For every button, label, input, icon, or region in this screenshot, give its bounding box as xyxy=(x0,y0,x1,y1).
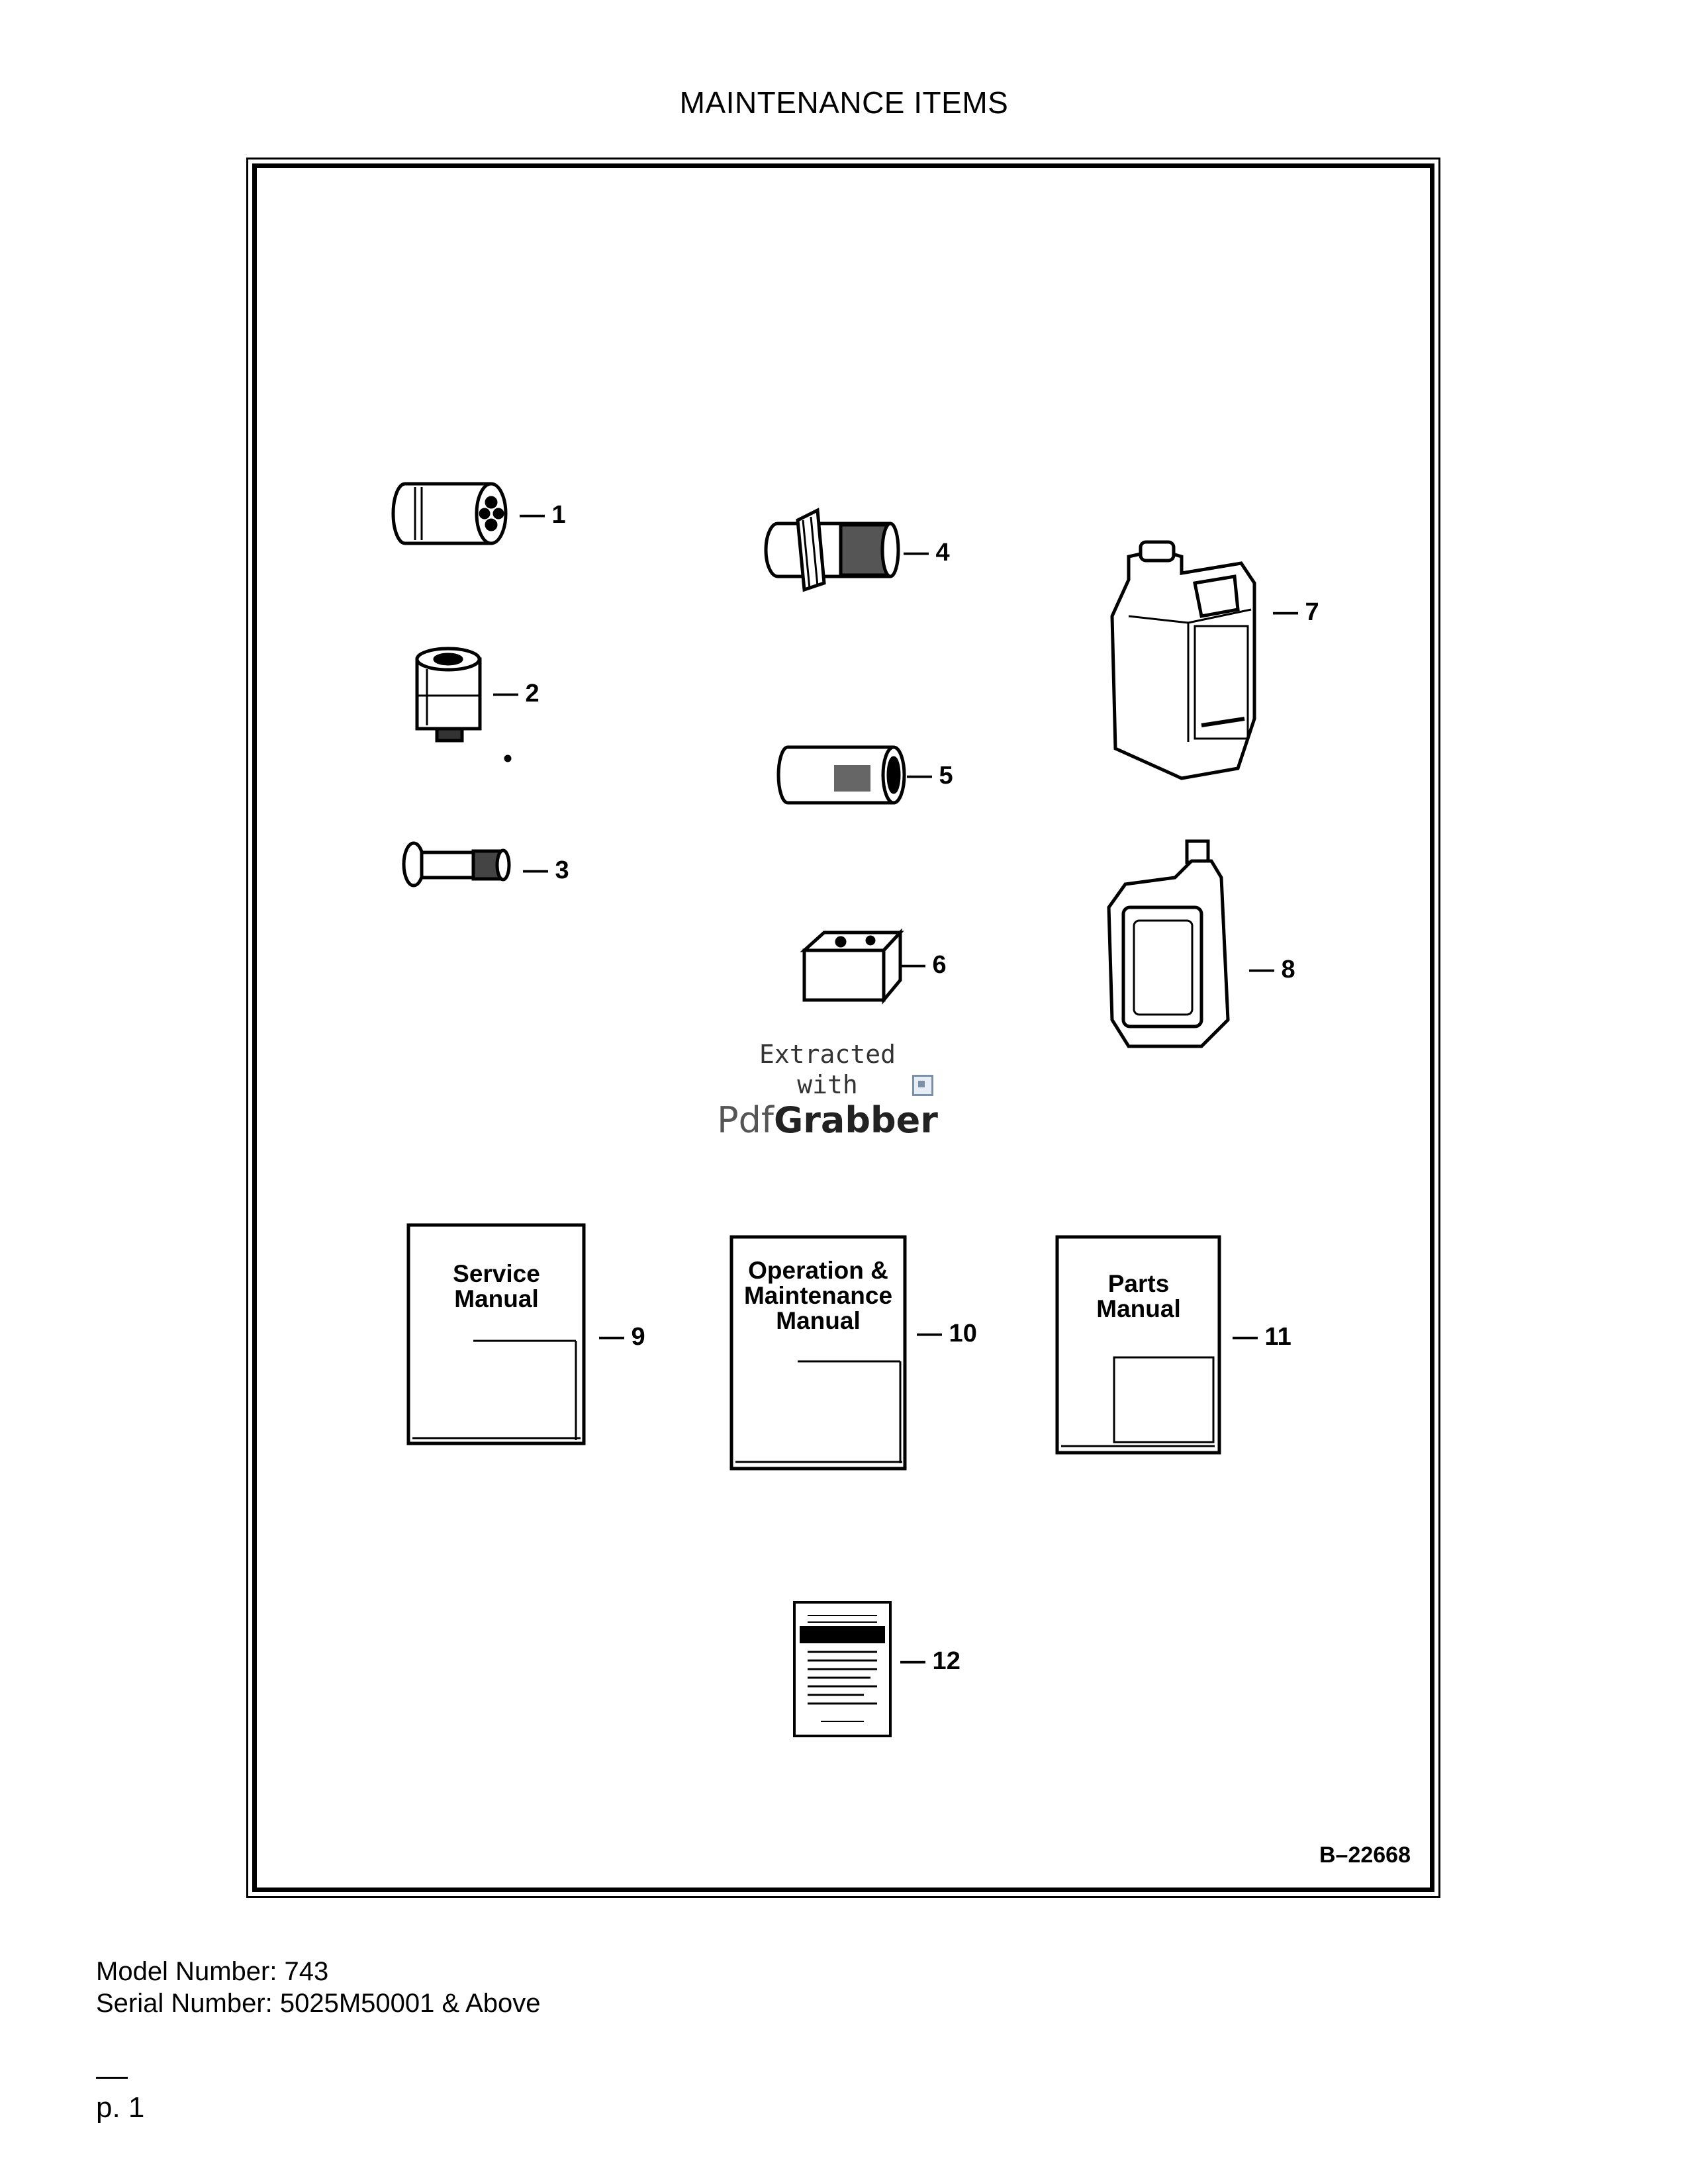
callout-2: — 2 xyxy=(493,680,539,707)
callout-6: — 6 xyxy=(900,951,947,979)
callout-4: — 4 xyxy=(904,539,950,567)
jug-icon xyxy=(1110,540,1256,780)
hydraulic-filter-icon xyxy=(402,841,511,887)
fuel-filter-icon xyxy=(415,647,512,762)
quart-bottle-icon xyxy=(1107,839,1230,1048)
parts-manual-title: Parts Manual xyxy=(1059,1271,1218,1322)
parts-manual-title-line: Manual xyxy=(1096,1295,1181,1322)
callout-11: — 11 xyxy=(1233,1323,1291,1351)
callout-12: — 12 xyxy=(900,1647,961,1675)
air-filter-outer-icon xyxy=(764,508,900,592)
operation-manual-title: Operation & Maintenance Manual xyxy=(733,1258,903,1334)
callout-5: — 5 xyxy=(907,762,953,790)
air-filter-inner-icon xyxy=(776,745,906,805)
watermark-brand-light: Pdf xyxy=(717,1099,774,1141)
callout-8: — 8 xyxy=(1249,956,1295,983)
watermark-brand-bold: Grabber xyxy=(773,1099,938,1141)
callout-10: — 10 xyxy=(917,1320,977,1347)
operation-manual-title-line: Maintenance xyxy=(743,1282,893,1309)
watermark-line-1: Extracted xyxy=(759,1040,896,1069)
maintenance-items-figure: Service Manual Operation & Maintenance M… xyxy=(246,158,1440,1898)
callout-9: — 9 xyxy=(599,1323,645,1351)
battery-icon xyxy=(800,928,904,1005)
footer-divider xyxy=(96,2077,128,2079)
watermark-brand: PdfGrabber xyxy=(688,1100,966,1141)
model-number: Model Number: 743 xyxy=(96,1957,329,1986)
operation-manual-title-line: Operation & xyxy=(748,1257,888,1284)
callout-3: — 3 xyxy=(523,856,569,884)
service-manual-title-line: Service xyxy=(453,1260,540,1287)
figure-reference-code: B–22668 xyxy=(1319,1843,1411,1868)
page-title: MAINTENANCE ITEMS xyxy=(679,85,1009,120)
operation-manual-title-line: Manual xyxy=(776,1307,861,1334)
page-number: p. 1 xyxy=(96,2091,145,2124)
callout-1: — 1 xyxy=(520,501,566,529)
figure-art xyxy=(391,482,1256,1737)
service-manual-title-line: Manual xyxy=(454,1285,539,1312)
document-info: Model Number: 743 Serial Number: 5025M50… xyxy=(96,1956,541,2019)
watermark-line-2: with xyxy=(797,1070,858,1099)
pdfgrabber-watermark: Extracted with PdfGrabber xyxy=(688,1039,966,1141)
operation-manual-icon xyxy=(729,1235,907,1471)
parts-manual-title-line: Parts xyxy=(1107,1270,1170,1297)
callout-7: — 7 xyxy=(1273,598,1319,626)
service-manual-title: Service Manual xyxy=(410,1261,583,1312)
engine-oil-filter-icon xyxy=(391,482,508,545)
parts-manual-icon xyxy=(1055,1235,1221,1455)
service-manual-icon xyxy=(406,1223,586,1445)
serial-number: Serial Number: 5025M50001 & Above xyxy=(96,1989,541,2018)
safety-card-icon xyxy=(793,1601,892,1737)
pdfgrabber-logo-icon xyxy=(912,1075,933,1096)
